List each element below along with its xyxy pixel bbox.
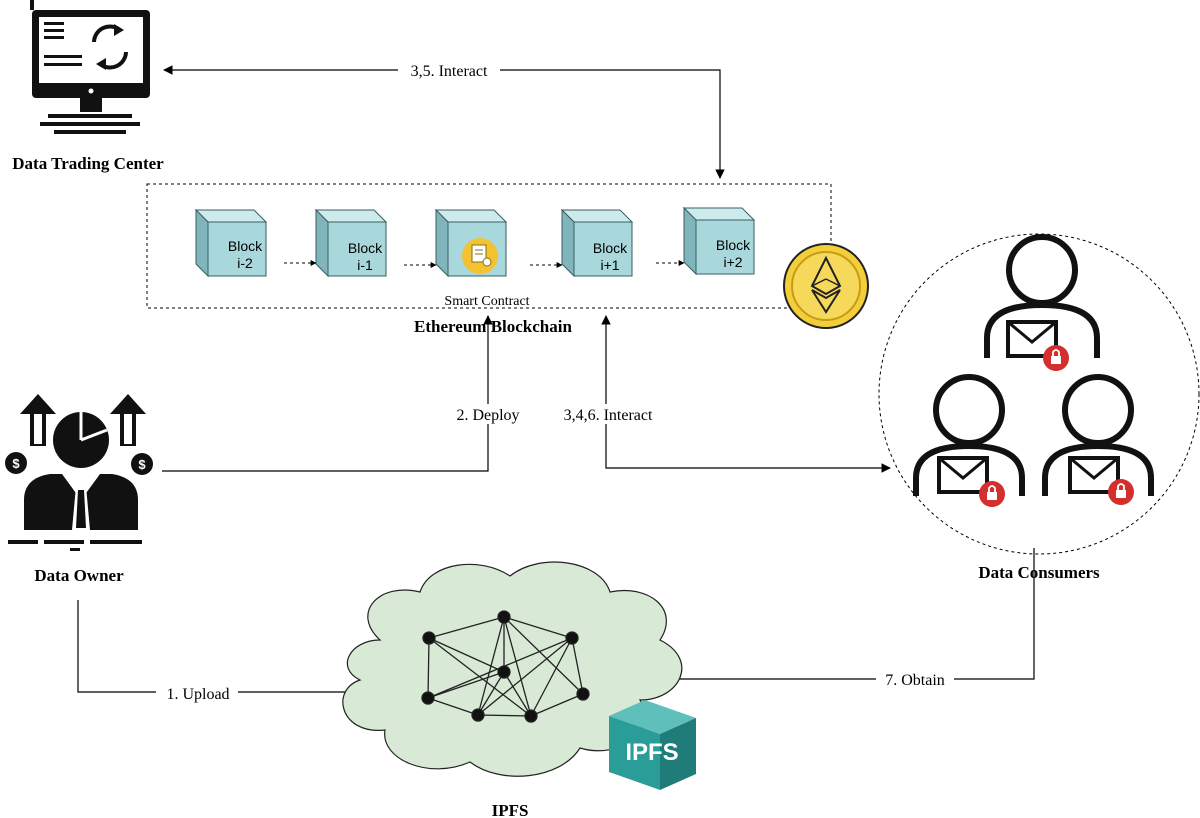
ipfs-logo-icon: IPFS <box>609 700 696 790</box>
svg-text:$: $ <box>138 457 146 472</box>
ipfs-logo-text: IPFS <box>625 739 678 766</box>
block-i-2: Block i-2 <box>194 208 268 278</box>
block-label-line2: i-2 <box>237 255 253 271</box>
consumer-top <box>984 234 1100 371</box>
blockchain-label: Ethereum Blockchain <box>414 317 572 336</box>
block-label-line1: Block <box>716 237 751 253</box>
edge-deploy <box>162 315 493 472</box>
block-i+2: Block i+2 <box>682 206 756 276</box>
data-owner-label: Data Owner <box>34 566 124 585</box>
block-i-1: Block i-1 <box>314 208 388 278</box>
ethereum-coin-icon <box>783 243 869 329</box>
block-label-line1: Block <box>593 240 628 256</box>
trading-center-label: Data Trading Center <box>12 154 164 173</box>
ipfs-cloud <box>342 561 683 777</box>
trading-center-icon <box>30 0 150 134</box>
data-owner-icon: $ $ <box>5 394 153 551</box>
edge-upload <box>77 600 379 697</box>
smart-contract-label: Smart Contract <box>444 294 529 309</box>
consumer-left <box>913 374 1025 507</box>
edge-label-upload: 1. Upload <box>166 686 229 703</box>
ipfs-label: IPFS <box>492 801 529 818</box>
edge-label-interact-center: 3,5. Interact <box>411 63 488 80</box>
consumers-boundary <box>878 233 1200 555</box>
edge-interact-center <box>163 65 725 179</box>
consumer-right <box>1042 374 1154 505</box>
svg-text:$: $ <box>12 456 20 471</box>
block-label-line1: Block <box>228 238 263 254</box>
smart-contract-block <box>434 208 508 278</box>
block-i+1: Block i+1 <box>560 208 634 278</box>
edge-label-obtain: 7. Obtain <box>885 672 945 689</box>
edge-obtain <box>649 548 1035 684</box>
block-label-line2: i+1 <box>600 257 619 273</box>
edge-interact-consumers <box>601 315 891 473</box>
block-label-line2: i-1 <box>357 257 373 273</box>
block-label-line1: Block <box>348 240 383 256</box>
edge-label-interact-consumers: 3,4,6. Interact <box>564 407 653 424</box>
data-consumers-label: Data Consumers <box>978 563 1100 582</box>
block-label-line2: i+2 <box>723 254 742 270</box>
edge-label-deploy: 2. Deploy <box>456 407 519 424</box>
block-links <box>284 260 685 268</box>
ipfs-network <box>421 610 590 723</box>
